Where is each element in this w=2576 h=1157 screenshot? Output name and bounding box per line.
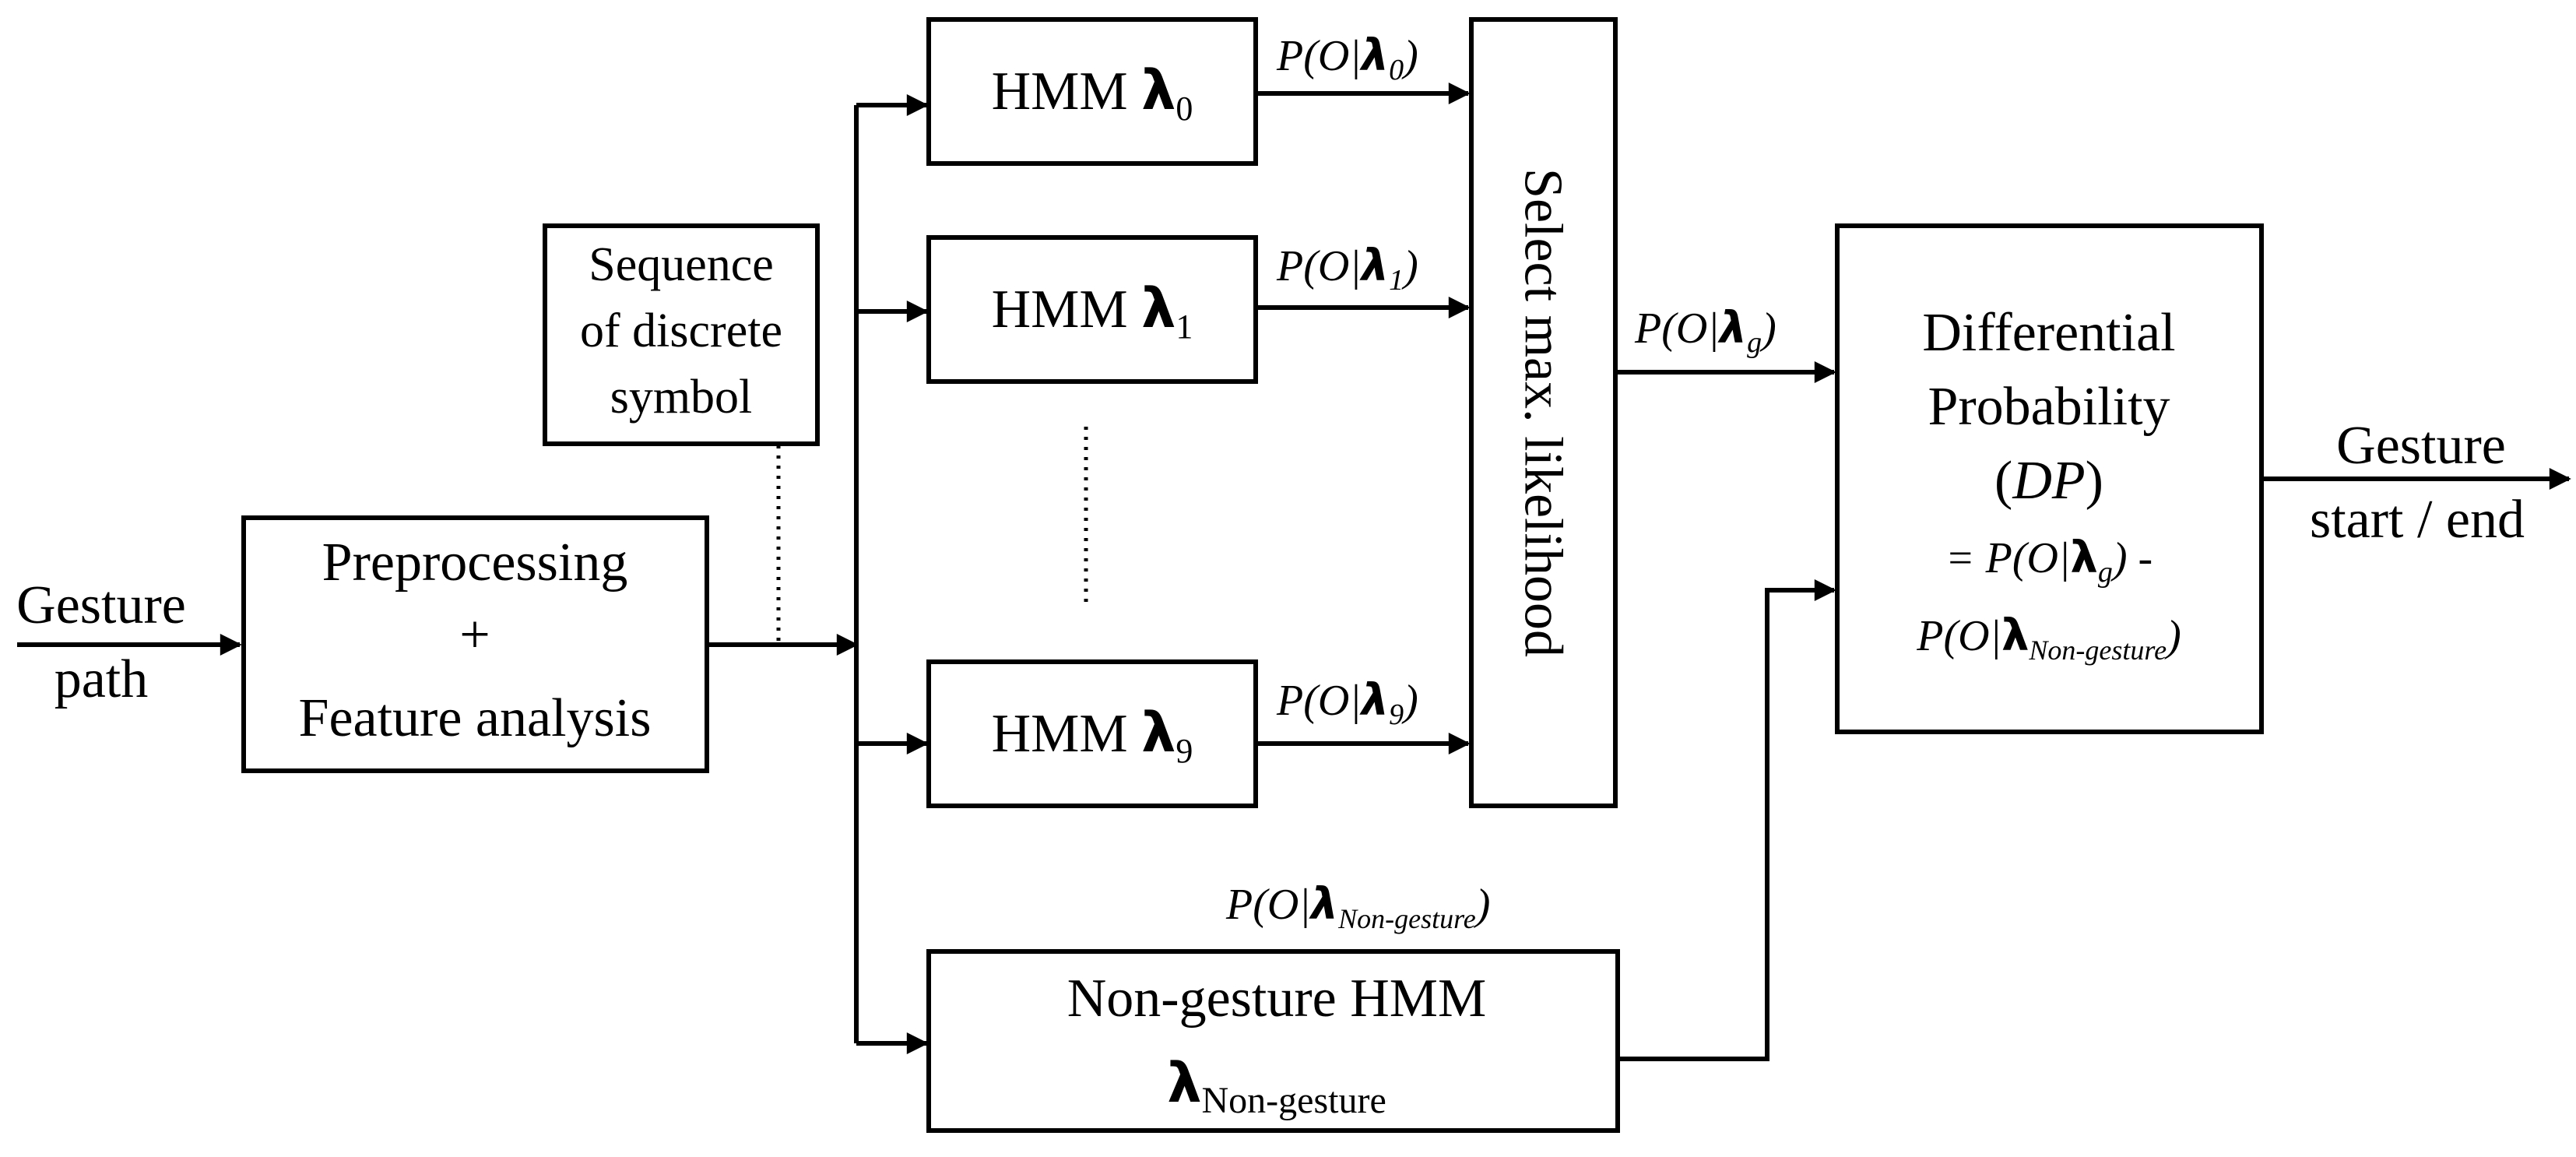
preproc-line1: Preprocessing <box>322 533 628 593</box>
edge-label-p9: P(O|λ9) <box>1276 675 1418 731</box>
nongesture-box <box>926 949 1620 1133</box>
dp-formula-line1: = P(O|λg) - <box>1945 533 2153 589</box>
dp-box <box>1835 223 2264 734</box>
preproc-line2: + <box>459 605 490 665</box>
hmm0-box <box>926 17 1258 166</box>
output-label-line1: Gesture <box>2336 416 2506 476</box>
select-box <box>1469 17 1618 808</box>
dp-line2: Probability <box>1928 377 2170 437</box>
nongesture-line2: λNon-gesture <box>1167 1051 1386 1121</box>
nongesture-line1: Non-gesture HMM <box>1067 969 1487 1029</box>
edge-label-png: P(O|λNon-gesture) <box>1225 879 1490 934</box>
edge-label-p1: P(O|λ1) <box>1276 241 1418 297</box>
hmm1-label: HMM λ1 <box>992 276 1193 346</box>
sequence-line2: of discrete <box>580 304 782 357</box>
output-label-line2: start / end <box>2310 490 2525 550</box>
sequence-box <box>543 223 820 446</box>
preprocessing-box <box>241 515 709 773</box>
select-label: Select max. likelihood <box>1513 168 1573 657</box>
dp-formula-line2: P(O|λNon-gesture) <box>1916 610 2181 666</box>
preproc-line3: Feature analysis <box>299 688 652 748</box>
edge-label-pg: P(O|λg) <box>1634 303 1776 359</box>
dp-line3: (DP) <box>1994 451 2103 511</box>
nongesture-to-dp <box>1618 579 1836 1061</box>
hmm9-box <box>926 659 1258 808</box>
sequence-line3: symbol <box>610 371 753 424</box>
input-label-line1: Gesture <box>16 575 186 635</box>
sequence-line1: Sequence <box>589 238 774 291</box>
input-label-line2: path <box>54 649 149 709</box>
hmm0-label: HMM λ0 <box>992 58 1193 128</box>
edge-label-p0: P(O|λ0) <box>1276 30 1418 86</box>
hmm9-label: HMM λ9 <box>992 701 1193 770</box>
dp-line1: Differential <box>1922 303 2175 363</box>
